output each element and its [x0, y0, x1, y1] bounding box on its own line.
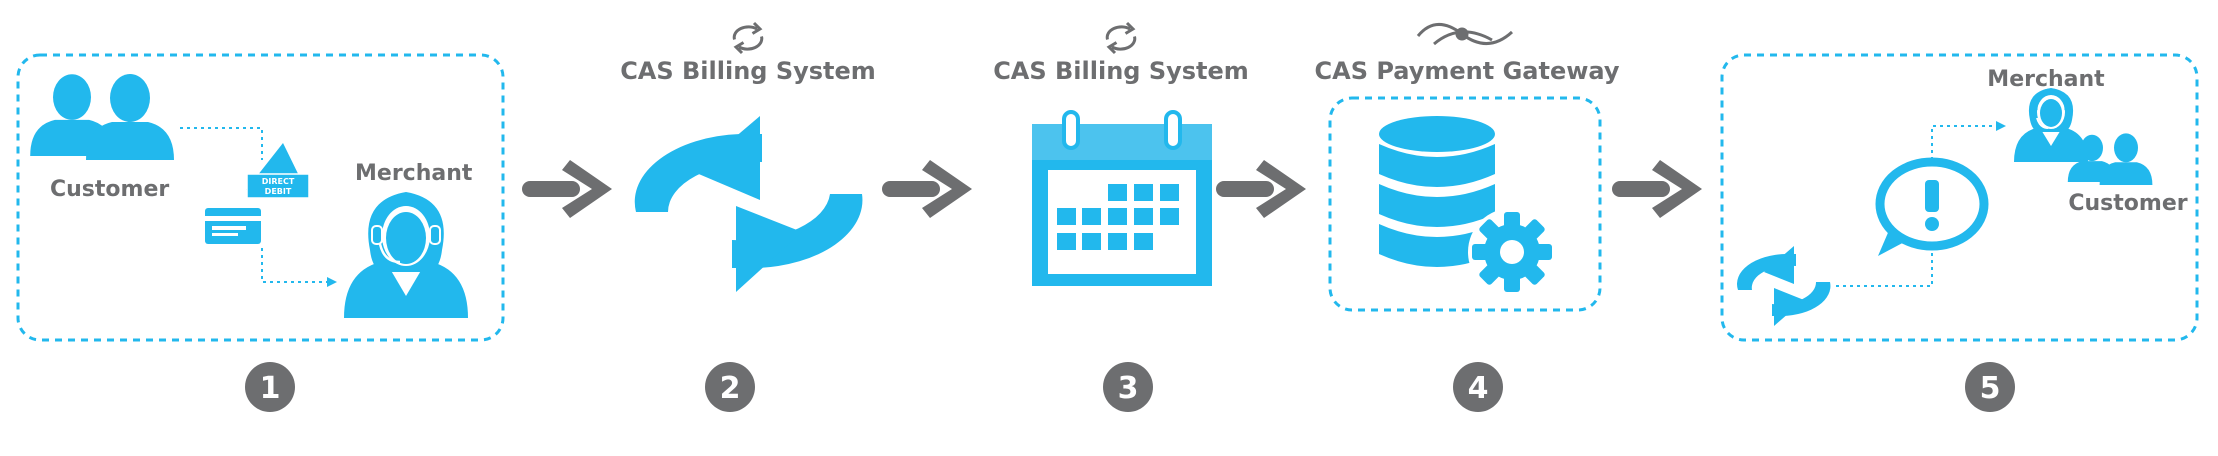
step-badge-3: 3 — [1103, 362, 1153, 412]
svg-text:DIRECT: DIRECT — [262, 177, 295, 186]
svg-text:3: 3 — [1118, 371, 1139, 406]
svg-text:1: 1 — [260, 371, 281, 406]
direct-debit-card-icon: DIRECT DEBIT — [246, 143, 310, 199]
calendar-icon — [1032, 110, 1212, 286]
sync-icon — [1736, 246, 1831, 326]
step-5-customer-label: Customer — [2068, 191, 2187, 216]
svg-text:2: 2 — [720, 371, 741, 406]
connector-alert-merchant — [1931, 121, 2006, 160]
cycle-arrows-icon — [634, 116, 863, 292]
credit-card-icon — [205, 208, 261, 244]
step-4-dashed-frame — [1328, 96, 1602, 312]
step-1: Customer DIRECT DEBIT Merchant — [16, 53, 505, 342]
step-2-title: CAS Billing System — [620, 57, 876, 85]
step-4: CAS Payment Gateway — [1315, 23, 1620, 312]
sync-icon — [732, 21, 764, 55]
step-badge-4: 4 — [1453, 362, 1503, 412]
sync-icon — [1105, 21, 1137, 55]
flow-arrow-1-2 — [522, 160, 612, 218]
svg-text:5: 5 — [1980, 371, 2001, 406]
merchant-label: Merchant — [355, 161, 473, 186]
people-icon — [30, 74, 174, 160]
connector-customer-debit — [180, 127, 263, 160]
customer-label: Customer — [50, 177, 169, 202]
flow-arrow-3-4 — [1216, 160, 1306, 218]
eye-logo-icon — [1416, 23, 1514, 46]
svg-text:DEBIT: DEBIT — [265, 187, 292, 196]
step-2: CAS Billing System — [620, 21, 876, 292]
merchant-headset-icon — [344, 192, 468, 318]
step-badge-1: 1 — [245, 362, 295, 412]
merchant-headset-icon — [2014, 88, 2088, 162]
alert-bubble-icon — [1875, 157, 1989, 256]
svg-text:4: 4 — [1468, 371, 1489, 406]
step-5-dashed-frame — [1720, 53, 2199, 342]
connector-card-merchant — [261, 248, 337, 287]
database-gear-icon — [1379, 116, 1556, 296]
step-5: Merchant Customer — [1720, 53, 2199, 342]
step-3-title: CAS Billing System — [993, 57, 1249, 85]
flow-arrow-4-5 — [1612, 160, 1702, 218]
step-4-title: CAS Payment Gateway — [1315, 57, 1620, 85]
step-badge-5: 5 — [1965, 362, 2015, 412]
flow-arrow-2-3 — [882, 160, 972, 218]
step-3: CAS Billing System — [993, 21, 1249, 286]
step-5-merchant-label: Merchant — [1987, 67, 2105, 92]
step-badge-2: 2 — [705, 362, 755, 412]
